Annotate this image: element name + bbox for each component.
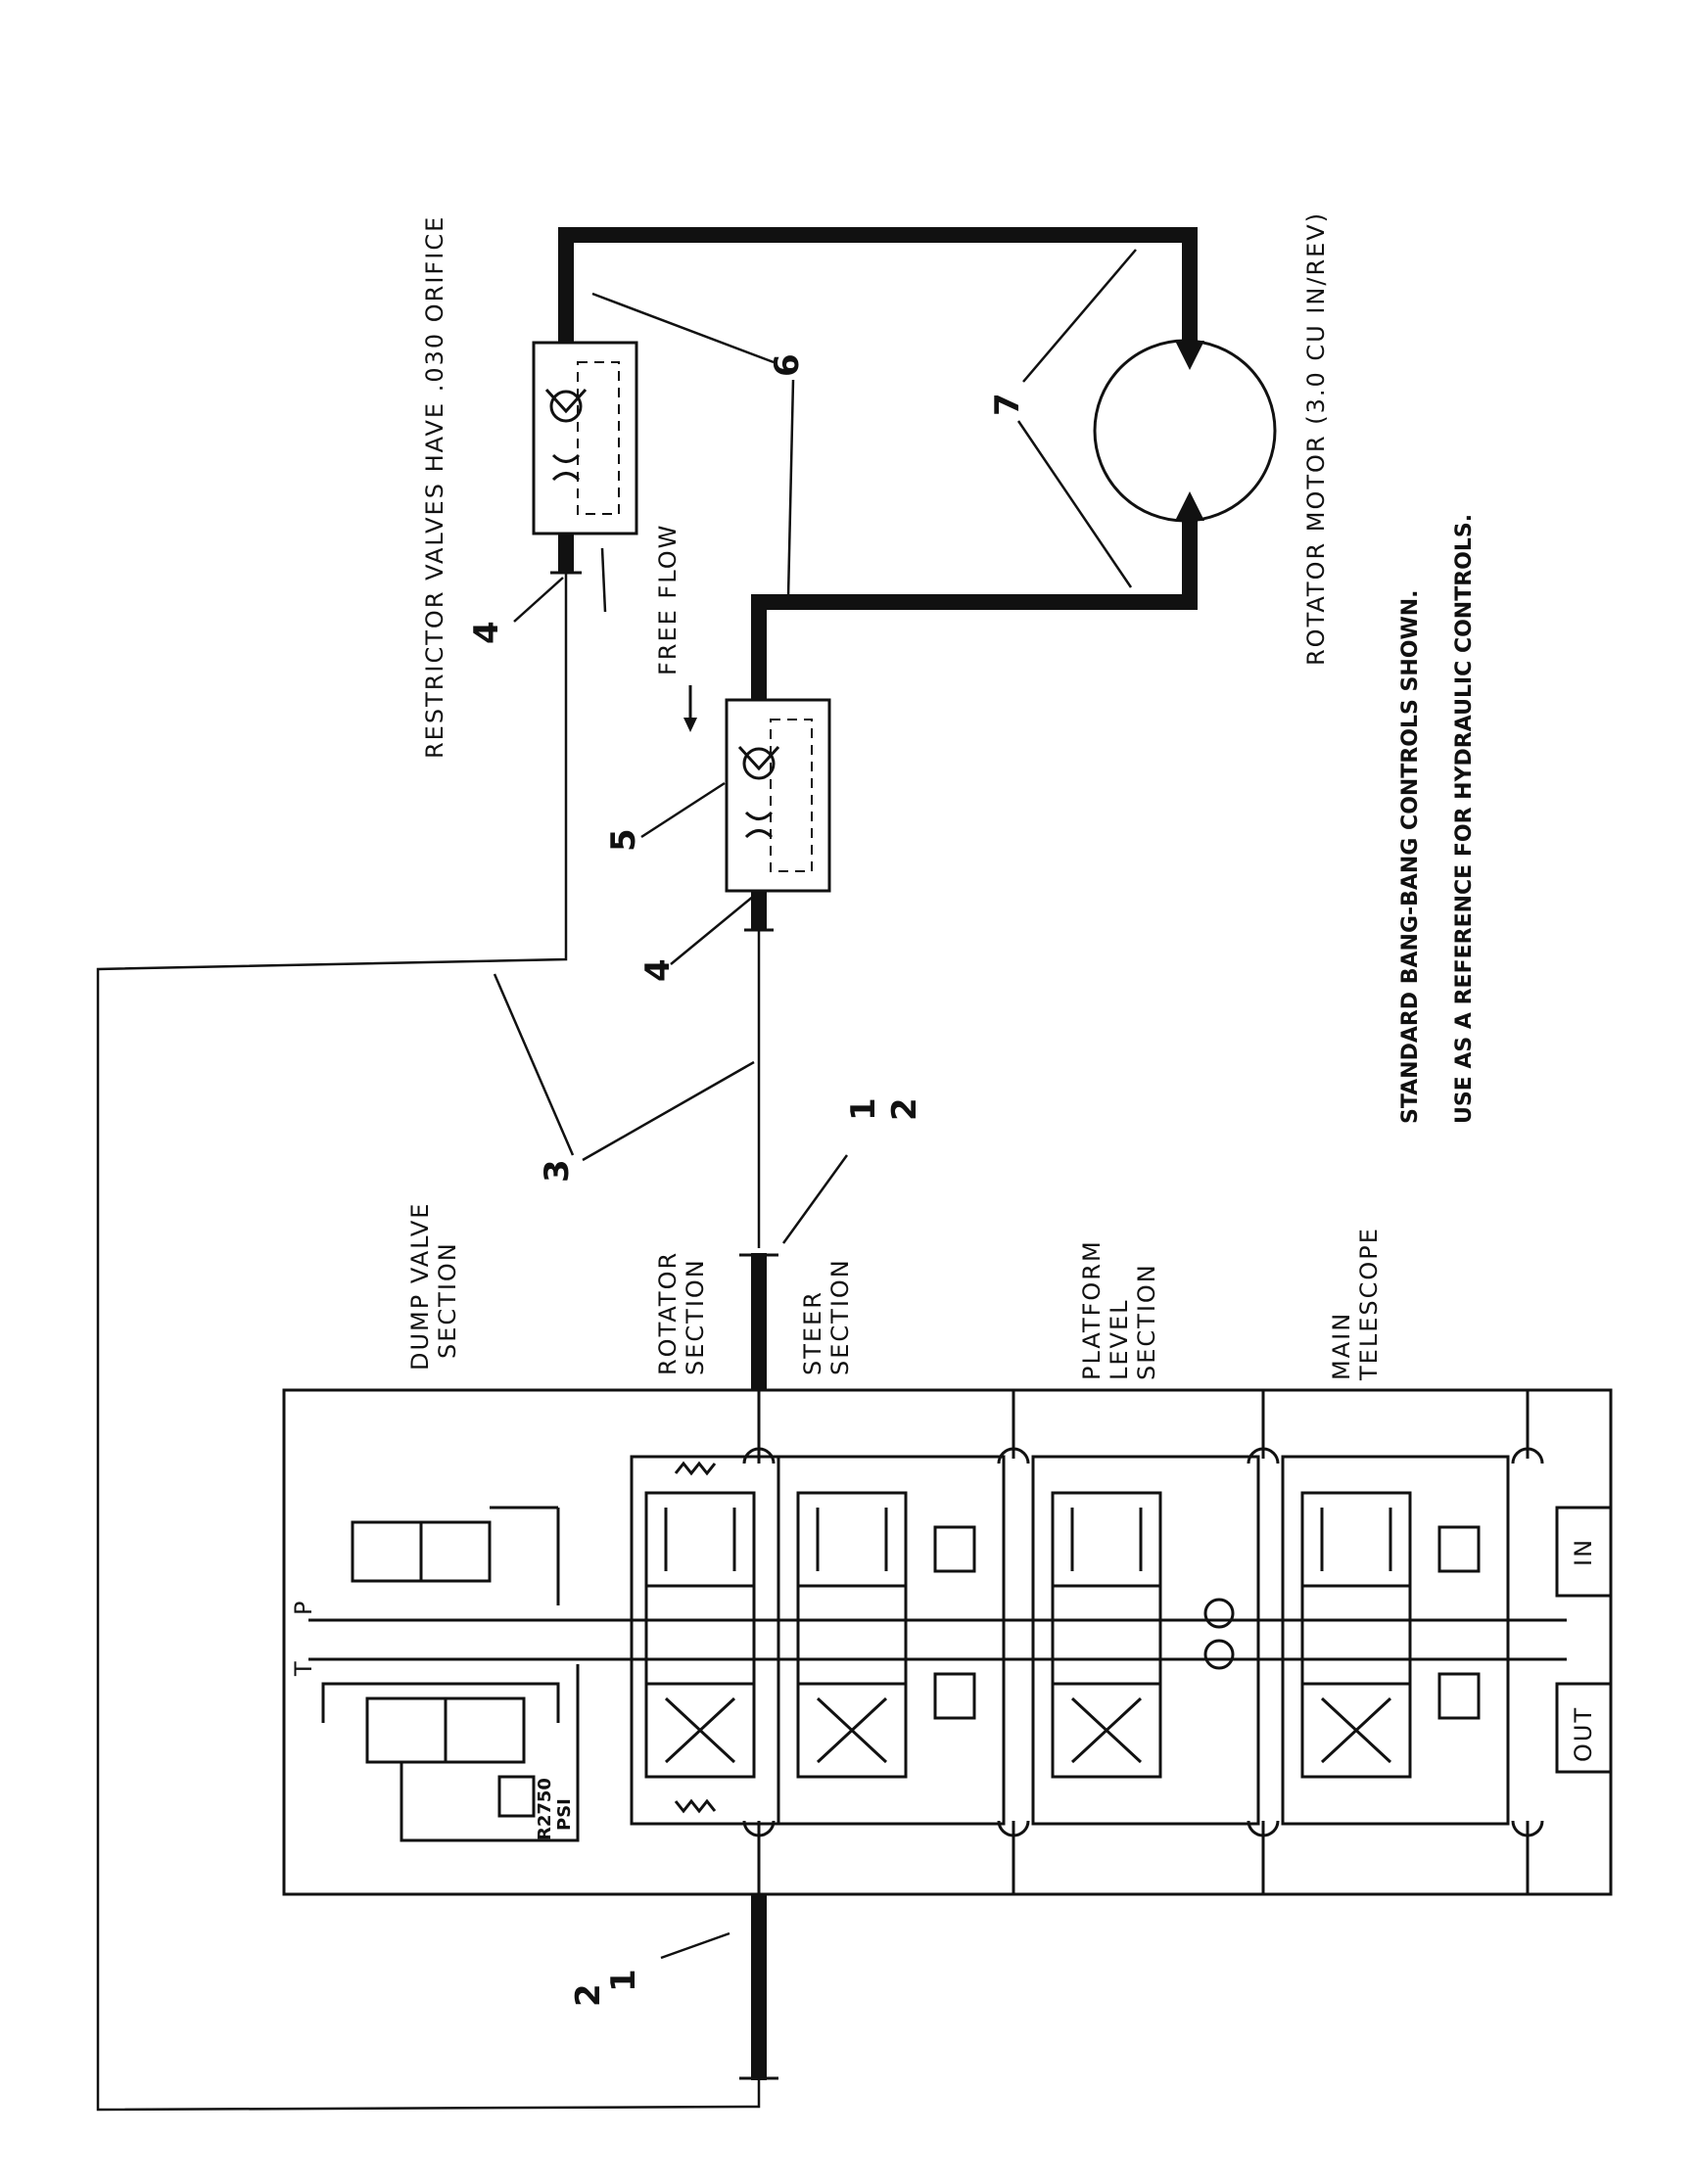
spool-valve-steer: [796, 1491, 976, 1779]
spool-valve-platform-level: [1051, 1491, 1235, 1779]
steer-section-label-2: SECTION: [826, 1258, 854, 1375]
port-p-label: P: [290, 1600, 317, 1615]
controls-note-1: STANDARD BANG-BANG CONTROLS SHOWN.: [1398, 590, 1423, 1124]
dump-valve-label-2: SECTION: [434, 1241, 461, 1359]
restrictor-valve-upper: [532, 341, 638, 535]
callout-3: 3: [538, 1159, 577, 1183]
spool-valve-rotator: [644, 1461, 756, 1814]
restrictor-valve-lower: [725, 698, 831, 893]
callout-1-bottom: 1: [604, 1969, 643, 1992]
callout-2-top: 2: [885, 1097, 924, 1121]
rotator-section-label-1: ROTATOR: [654, 1251, 682, 1375]
platform-level-label-2: LEVEL: [1106, 1299, 1133, 1381]
rotator-motor-label: ROTATOR MOTOR (3.0 CU IN/REV): [1302, 211, 1330, 666]
callout-7: 7: [988, 393, 1027, 416]
dump-valve: [321, 1506, 580, 1842]
relief-setting-1: R2750: [535, 1778, 555, 1840]
dump-valve-label-1: DUMP VALVE: [406, 1202, 434, 1371]
steer-section-label-1: STEER: [799, 1290, 826, 1375]
labels: RESTRICTOR VALVES HAVE .030 ORIFICE FREE…: [290, 211, 1597, 1840]
callout-numbers: 1 2 1 2 3 4 4 5 6 7: [467, 353, 1027, 2007]
rotator-section-label-2: SECTION: [682, 1258, 709, 1375]
port-in-label: IN: [1570, 1538, 1597, 1566]
spool-valve-main-telescope: [1300, 1491, 1481, 1779]
relief-setting-2: PSI: [554, 1798, 575, 1831]
restrictor-note: RESTRICTOR VALVES HAVE .030 ORIFICE: [421, 215, 448, 759]
main-telescope-label-1: MAIN: [1328, 1312, 1355, 1380]
main-telescope-label-2: TELESCOPE: [1355, 1227, 1383, 1381]
callout-1-top: 1: [844, 1097, 883, 1121]
free-flow-label: FREE FLOW: [654, 524, 682, 675]
callout-4-lower: 4: [638, 958, 678, 982]
rotator-motor: [1093, 339, 1277, 523]
callout-4-upper: 4: [467, 621, 506, 644]
free-flow-arrow: [683, 685, 697, 732]
callout-2-bottom: 2: [569, 1983, 608, 2007]
port-out-label: OUT: [1570, 1706, 1597, 1762]
hose-lines-thick: [550, 227, 1198, 2080]
port-t-label: T: [290, 1659, 317, 1677]
callout-6: 6: [768, 353, 807, 377]
valve-bank: [282, 1388, 1613, 1896]
controls-note-2: USE AS A REFERENCE FOR HYDRAULIC CONTROL…: [1452, 514, 1477, 1124]
hose-lines-thin: [96, 548, 761, 2112]
callout-5: 5: [604, 828, 643, 852]
leader-lines: [493, 249, 1137, 1960]
platform-level-label-3: SECTION: [1133, 1263, 1160, 1380]
platform-level-label-1: PLATFORM: [1078, 1239, 1106, 1380]
